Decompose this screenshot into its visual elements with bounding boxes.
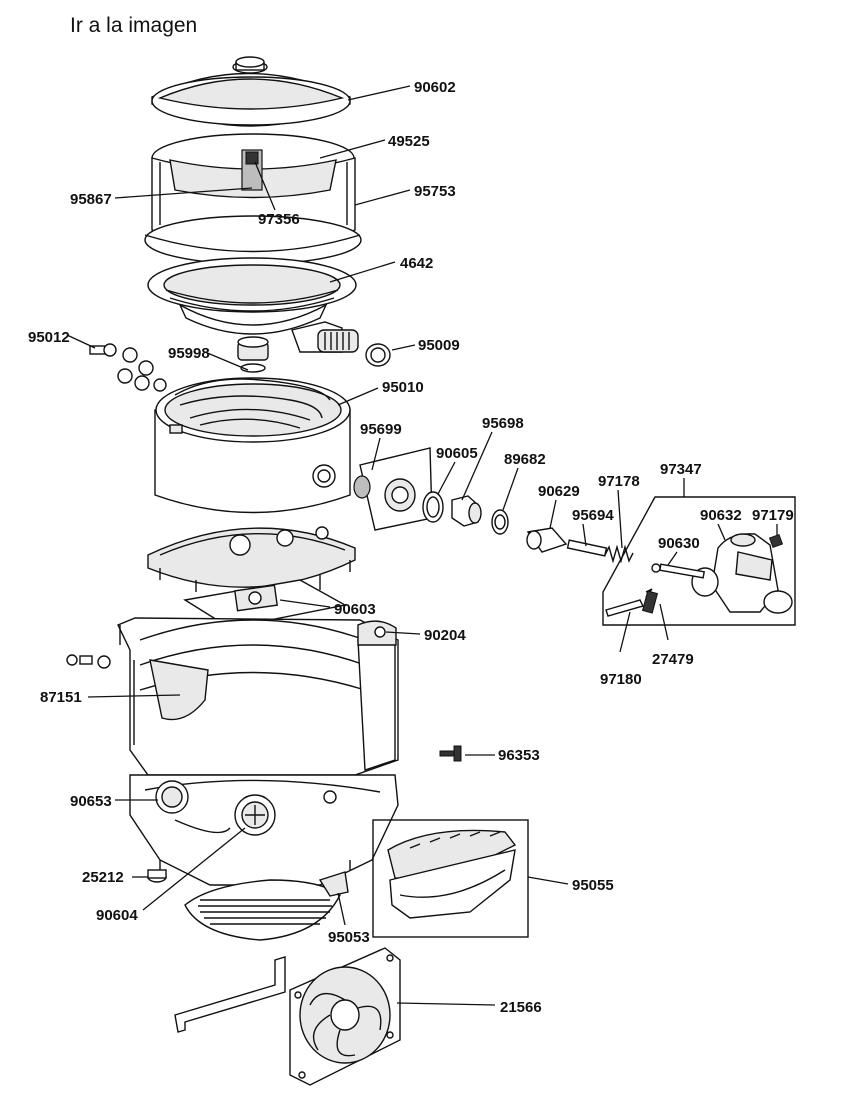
- label-87151: 87151: [40, 689, 82, 706]
- cooling-fan: [289, 947, 401, 1086]
- gasket: [422, 491, 444, 523]
- lid-dome: [151, 56, 351, 127]
- nut: [451, 495, 482, 527]
- label-95012: 95012: [28, 329, 70, 346]
- foot: [147, 869, 167, 883]
- label-25212: 25212: [82, 869, 124, 886]
- go-to-image-link[interactable]: Ir a la imagen: [70, 14, 198, 37]
- small-fittings-left: [66, 654, 111, 669]
- filter-screen: [147, 257, 359, 353]
- label-95694: 95694: [572, 507, 614, 524]
- gasket-2: [491, 509, 509, 535]
- label-97356: 97356: [258, 211, 300, 228]
- label-90602: 90602: [414, 79, 456, 96]
- side-plate: [353, 447, 433, 531]
- label-89682: 89682: [504, 451, 546, 468]
- label-90653: 90653: [70, 793, 112, 810]
- top-plate: [147, 526, 356, 592]
- label-90603: 90603: [334, 601, 376, 618]
- label-90204: 90204: [424, 627, 466, 644]
- fan-bracket: [174, 956, 286, 1033]
- label-95055: 95055: [572, 877, 614, 894]
- label-49525: 49525: [388, 133, 430, 150]
- label-95010: 95010: [382, 379, 424, 396]
- label-21566: 21566: [500, 999, 542, 1016]
- valve-body: [526, 527, 568, 553]
- label-97178: 97178: [598, 473, 640, 490]
- label-90604: 90604: [96, 907, 138, 924]
- label-95867: 95867: [70, 191, 112, 208]
- label-95699: 95699: [360, 421, 402, 438]
- part-labels: 90602 49525 95753 95867 97356 4642 95012…: [28, 79, 794, 1016]
- label-4642: 4642: [400, 255, 433, 272]
- label-27479: 27479: [652, 651, 694, 668]
- fan-grille: [184, 871, 349, 941]
- label-95009: 95009: [418, 337, 460, 354]
- label-90605: 90605: [436, 445, 478, 462]
- leader-lines: [66, 85, 778, 1006]
- upper-basket: [144, 133, 362, 265]
- stem-spring: [566, 539, 634, 564]
- label-90629: 90629: [538, 483, 580, 500]
- base-pan-box: [372, 819, 529, 938]
- label-97347: 97347: [660, 461, 702, 478]
- label-95053: 95053: [328, 929, 370, 946]
- main-housing: [117, 617, 399, 776]
- label-95698: 95698: [482, 415, 524, 432]
- label-97179: 97179: [752, 507, 794, 524]
- base: [129, 774, 399, 886]
- label-95998: 95998: [168, 345, 210, 362]
- label-90630: 90630: [658, 535, 700, 552]
- label-97180: 97180: [600, 671, 642, 688]
- label-95753: 95753: [414, 183, 456, 200]
- center-connector: [237, 336, 269, 373]
- label-96353: 96353: [498, 747, 540, 764]
- heater-tank: [154, 377, 351, 514]
- screw: [439, 745, 462, 762]
- valve-assembly-box: [602, 478, 796, 626]
- label-90632: 90632: [700, 507, 742, 524]
- fittings-95012: [89, 343, 167, 392]
